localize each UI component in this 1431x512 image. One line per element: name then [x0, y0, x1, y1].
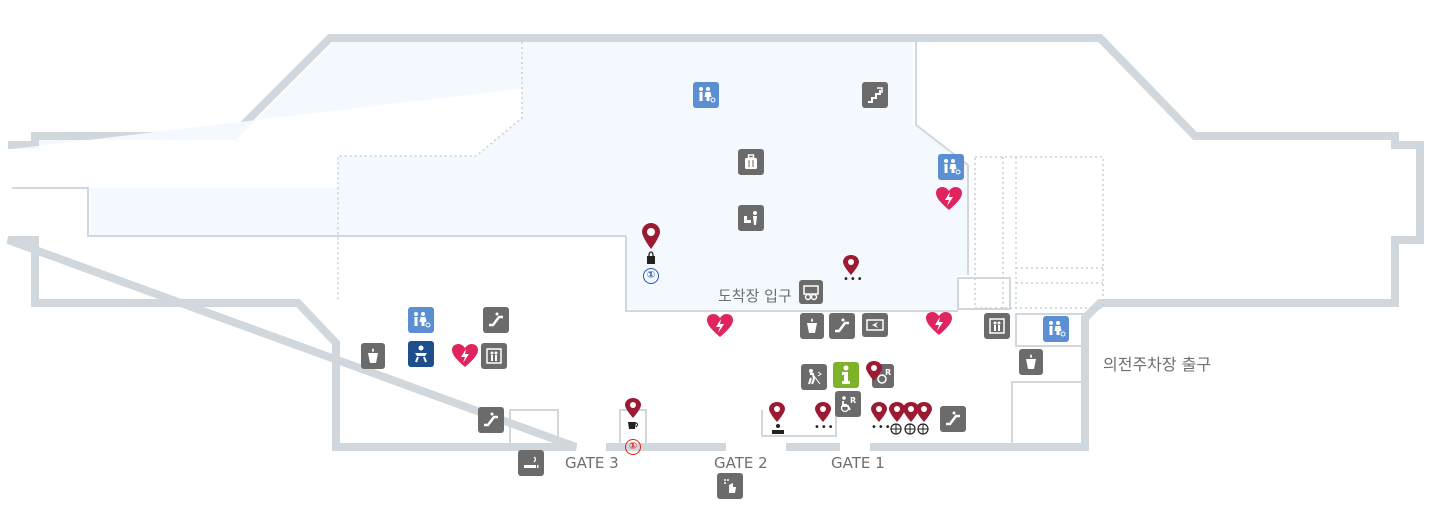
escalator-icon[interactable]: [483, 307, 509, 333]
cafe-pin-icon[interactable]: [624, 397, 642, 419]
more-dots-icon: •••: [843, 274, 864, 285]
more-dots-icon: •••: [814, 422, 835, 433]
gate-2-label: GATE 2: [714, 454, 768, 472]
escalator-icon[interactable]: [829, 313, 855, 339]
more-dots-icon: •••: [871, 422, 892, 433]
shop-pin-icon[interactable]: [640, 222, 662, 250]
shop-number-badge: ①: [643, 268, 659, 284]
svg-text:R: R: [885, 368, 891, 377]
elevator-icon[interactable]: [984, 313, 1010, 339]
wheelchair-rental-icon[interactable]: R: [835, 391, 861, 417]
defibrillator-icon[interactable]: [706, 313, 734, 339]
security-desk-icon[interactable]: [799, 280, 823, 304]
waiting-lounge-icon[interactable]: [738, 205, 764, 231]
location-pin-icon[interactable]: [842, 254, 860, 276]
cafe-number-badge: ①: [625, 439, 641, 455]
restroom-icon[interactable]: [1043, 316, 1069, 342]
braille-map-icon[interactable]: [717, 473, 743, 499]
gate-1-label: GATE 1: [831, 454, 885, 472]
arrival-area: [12, 42, 968, 309]
baggage-icon[interactable]: [738, 149, 764, 175]
escalator-icon[interactable]: [940, 406, 966, 432]
gate-3-label: GATE 3: [565, 454, 619, 472]
interior-walls: [12, 40, 1085, 447]
globe-icon: [917, 423, 929, 435]
shop-icon: [647, 251, 655, 264]
elevator-icon[interactable]: [481, 343, 507, 369]
restroom-icon[interactable]: [693, 82, 719, 108]
information-icon[interactable]: [833, 362, 859, 388]
smoking-room-icon[interactable]: [518, 450, 544, 476]
nursery-icon[interactable]: [408, 341, 434, 367]
counter-icon: [772, 424, 784, 434]
restroom-icon[interactable]: [938, 154, 964, 180]
water-fountain-icon[interactable]: [361, 343, 385, 369]
defibrillator-icon[interactable]: [925, 311, 953, 337]
location-pin-icon[interactable]: [902, 401, 920, 423]
restroom-icon[interactable]: [408, 307, 434, 333]
water-fountain-icon[interactable]: [800, 313, 824, 339]
atm-icon[interactable]: [862, 313, 888, 337]
globe-icon: [890, 423, 902, 435]
location-pin-icon[interactable]: [768, 401, 786, 423]
visually-impaired-guide-icon[interactable]: [801, 364, 827, 390]
water-fountain-icon[interactable]: [1019, 349, 1043, 375]
stairs-icon[interactable]: [862, 82, 888, 108]
location-pin-icon[interactable]: [814, 401, 832, 423]
dotted-partitions: [337, 42, 1104, 309]
arrival-entrance-label: 도착장 입구: [718, 287, 792, 305]
globe-icon: [904, 423, 916, 435]
building-outline: [6, 34, 1424, 451]
parking-exit-label: 의전주차장 출구: [1103, 355, 1212, 374]
defibrillator-icon[interactable]: [451, 343, 479, 369]
defibrillator-icon[interactable]: [935, 186, 963, 212]
location-pin-icon[interactable]: [915, 401, 933, 423]
location-pin-icon[interactable]: [865, 360, 883, 382]
svg-text:R: R: [850, 396, 856, 405]
location-pin-icon[interactable]: [870, 401, 888, 423]
cafe-icon: [628, 422, 638, 429]
location-pin-icon[interactable]: [888, 401, 906, 423]
escalator-icon[interactable]: [478, 407, 504, 433]
